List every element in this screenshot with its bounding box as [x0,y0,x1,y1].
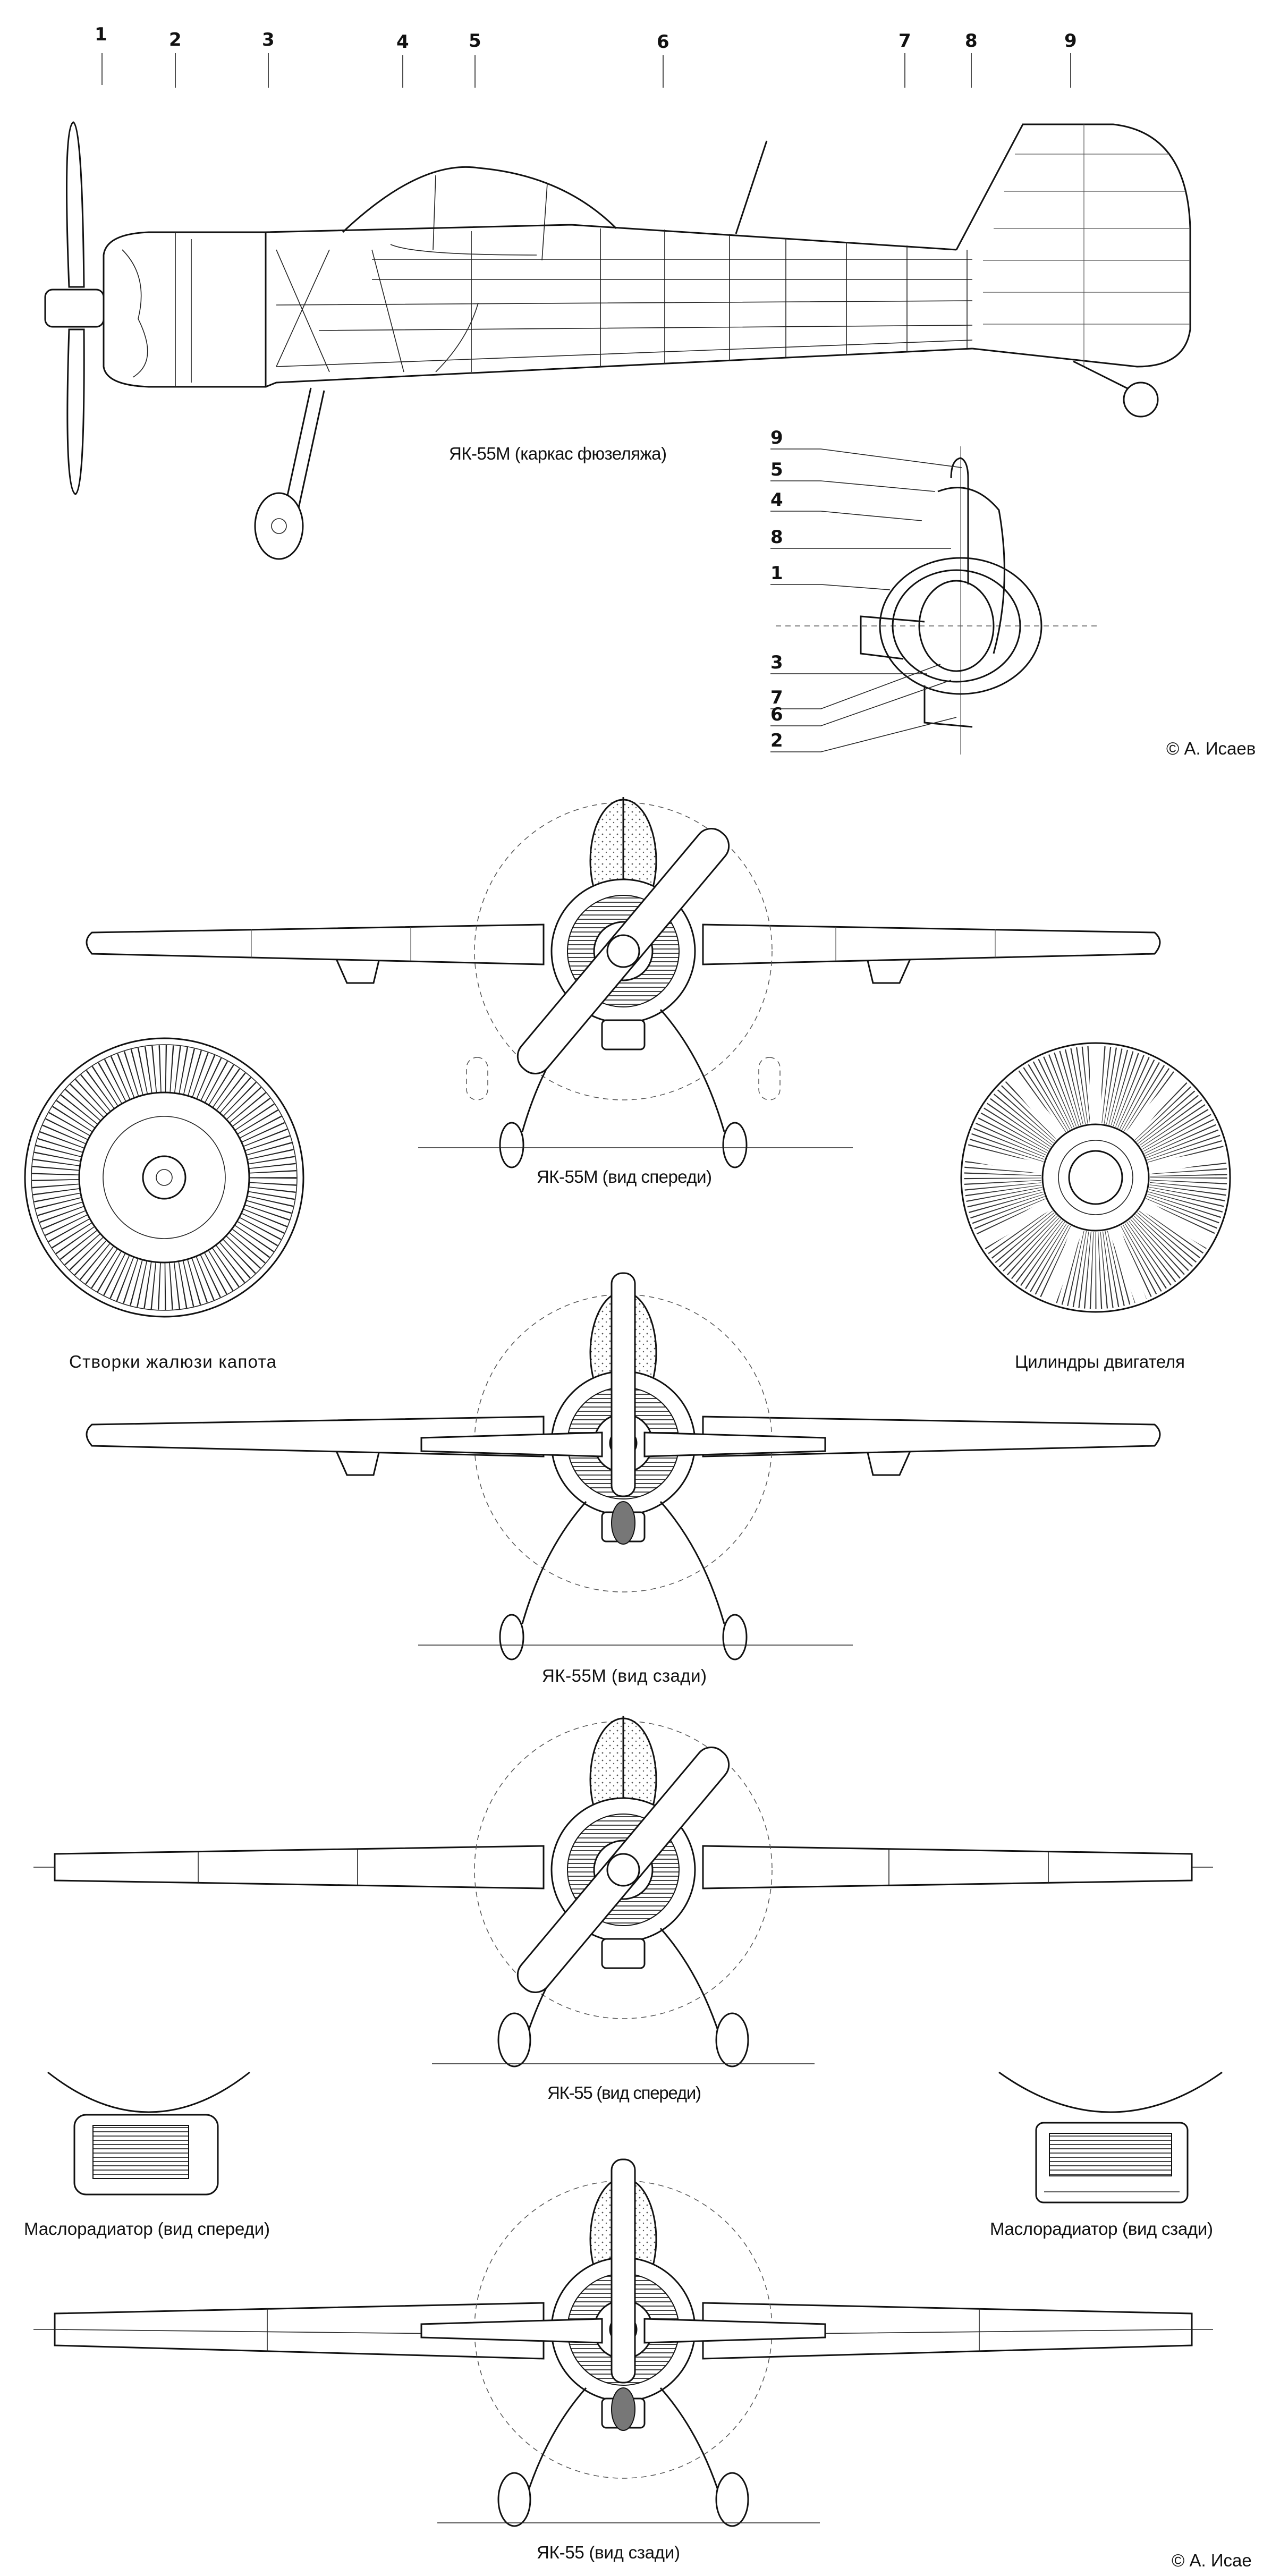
yak55m-front-caption: ЯК-55М (вид спереди) [537,1167,712,1187]
svg-text:4: 4 [770,489,783,511]
fuselage-cross-section: 9 5 4 8 1 3 7 6 2 © А. Исаев [770,427,1256,758]
svg-text:3: 3 [262,29,275,50]
tailplane [420,1272,826,1545]
svg-text:5: 5 [770,459,783,480]
fuselage-outline [265,224,973,388]
svg-text:5: 5 [469,30,481,52]
wing [54,1845,1193,1889]
callout-9: 9 [1064,30,1077,88]
svg-text:2: 2 [770,730,783,751]
wing [86,1416,1161,1458]
yak55-rear-view [33,2158,1213,2527]
wing [86,923,1161,965]
cylinders-caption: Цилиндры двигателя [1015,1352,1185,1371]
tailplane [420,2158,826,2431]
station-callouts: 1 2 3 4 5 6 7 8 9 [95,24,1077,88]
section-callouts: 9 5 4 8 1 3 7 6 2 [770,427,962,752]
svg-text:6: 6 [770,704,783,725]
svg-text:1: 1 [95,24,107,45]
antenna [735,140,768,234]
callout-1: 1 [95,24,107,85]
svg-text:9: 9 [770,427,783,448]
svg-text:7: 7 [770,687,783,708]
main-gear-leg [283,387,325,513]
cowl-shutters-caption: Створки жалюзи капота [69,1352,277,1371]
svg-text:1: 1 [770,563,783,584]
tail-wheel [1123,382,1159,418]
callout-7: 7 [898,30,911,88]
engine-cowl [103,231,267,388]
callout-8: 8 [965,30,978,88]
svg-text:6: 6 [657,31,669,53]
svg-text:8: 8 [770,527,783,548]
side-view-caption: ЯК-55М (каркас фюзеляжа) [449,444,667,463]
svg-text:8: 8 [965,30,978,52]
oil-cooler-rear-caption: Маслорадиатор (вид сзади) [990,2219,1213,2239]
svg-text:7: 7 [898,30,911,52]
oil-cooler-front-caption: Маслорадиатор (вид спереди) [24,2219,270,2239]
copyright-bottom: © А. Исае [1172,2550,1252,2570]
engine-cylinders-view [960,1042,1231,1313]
yak55m-rear-caption: ЯК-55М (вид сзади) [542,1666,707,1685]
wing [54,2302,1193,2360]
svg-text:4: 4 [396,31,409,53]
svg-text:2: 2 [169,29,182,50]
side-view: 1 2 3 4 5 6 7 8 9 [44,24,1191,560]
svg-text:9: 9 [1064,30,1077,52]
tail-fin [955,123,1191,368]
yak55m-front-view [86,796,1161,1168]
yak55-rear-caption: ЯК-55 (вид сзади) [537,2543,680,2562]
svg-text:3: 3 [770,652,783,673]
longerons [276,259,973,367]
canopy [342,166,617,233]
propeller-hub [44,289,105,328]
callout-5: 5 [469,30,481,88]
callout-6: 6 [657,31,669,88]
callout-4: 4 [396,31,409,88]
callout-2: 2 [169,29,182,88]
fuselage-frame-side [44,121,1191,560]
yak55-front-view [33,1715,1213,2067]
propeller [66,121,85,495]
yak55-front-caption: ЯК-55 (вид спереди) [547,2083,701,2103]
frame-verticals [471,228,968,372]
oil-cooler-front-view [47,2071,250,2196]
oil-cooler-rear-view [998,2071,1223,2204]
yak55m-rear-view [86,1272,1161,1660]
callout-3: 3 [262,29,275,88]
copyright-top: © А. Исаев [1166,739,1256,758]
main-wheel [254,492,304,560]
tail-gear-leg [1073,360,1138,394]
cowl-shutters-view [24,1037,304,1318]
